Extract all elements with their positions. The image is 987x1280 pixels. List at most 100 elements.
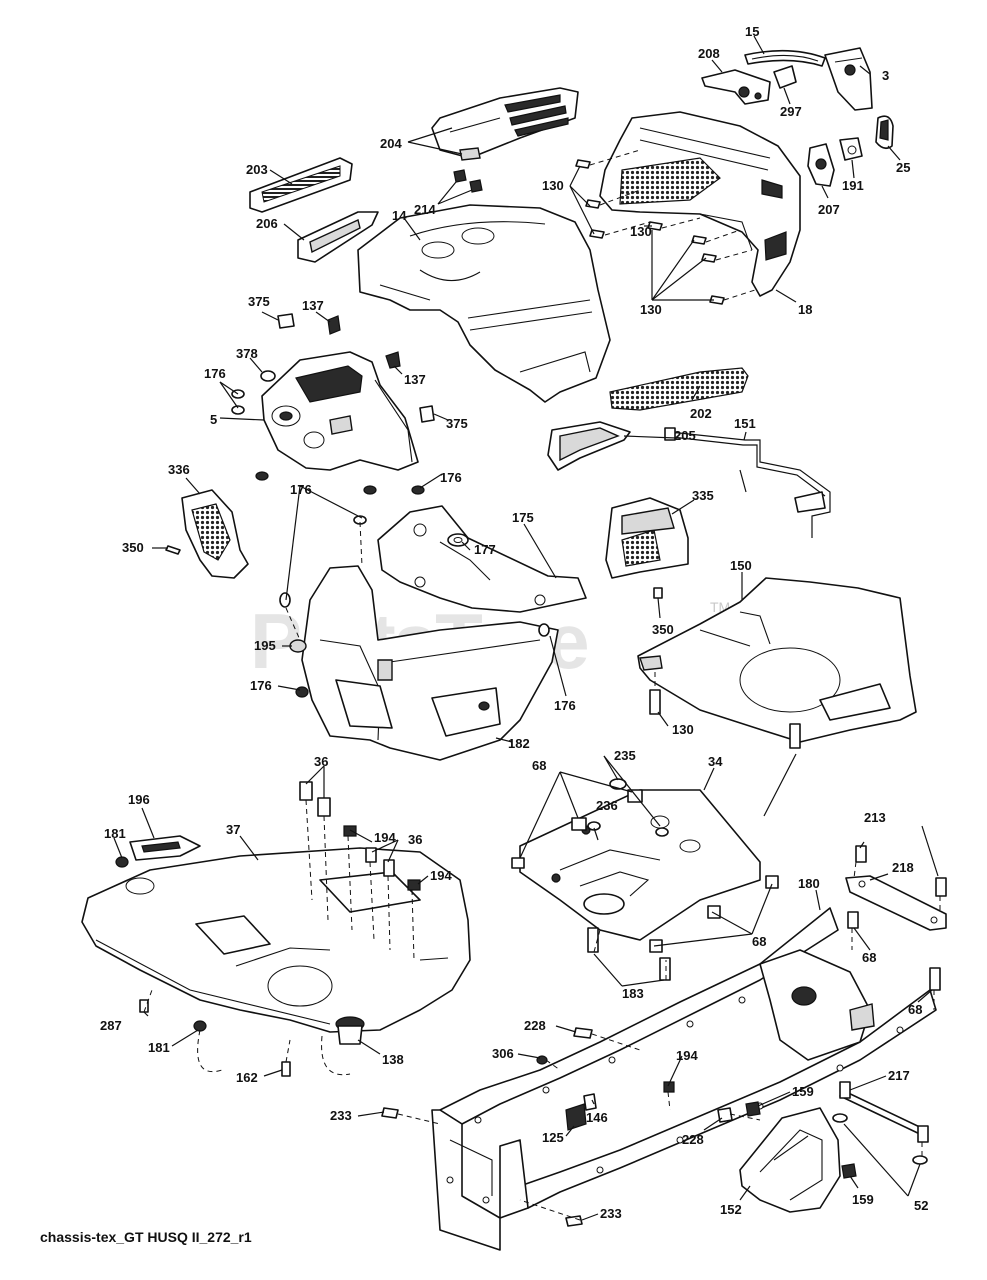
part-176-bushings-a: [231, 389, 425, 495]
callout-375-b: 375: [446, 416, 468, 431]
part-205-trim: [547, 421, 631, 471]
callout-130-mid: 130: [630, 224, 652, 239]
part-335-fender-panel: [605, 497, 689, 579]
part-159-bolts: [745, 1101, 857, 1179]
part-183-bolts: [587, 927, 671, 981]
part-68-bolts: [511, 789, 941, 991]
part-236-spacer: [587, 821, 601, 831]
part-214-clips: [453, 169, 483, 193]
callout-228-b: 228: [682, 1132, 704, 1147]
part-196-emblem: [129, 835, 201, 861]
callout-146: 146: [586, 1110, 608, 1125]
part-37-rear-fender: [81, 847, 471, 1033]
part-180-frame: [431, 907, 937, 1251]
callout-218: 218: [892, 860, 914, 875]
callout-162: 162: [236, 1070, 258, 1085]
callout-180: 180: [798, 876, 820, 891]
callout-176-c: 176: [290, 482, 312, 497]
callout-378: 378: [236, 346, 258, 361]
callout-177: 177: [474, 542, 496, 557]
part-202-grille: [609, 367, 749, 411]
part-138-boot: [335, 1016, 365, 1045]
part-137-clip-a: [327, 315, 341, 335]
callout-205: 205: [674, 428, 696, 443]
part-204-hood-insert: [431, 87, 579, 161]
callout-350-b: 350: [652, 622, 674, 637]
part-194-nut-b: [663, 1081, 675, 1093]
callout-52: 52: [914, 1198, 928, 1213]
callout-15: 15: [745, 24, 759, 39]
part-146-clip: [583, 1093, 597, 1111]
callout-214: 214: [414, 202, 436, 217]
part-125-bracket: [565, 1103, 587, 1131]
callout-150: 150: [730, 558, 752, 573]
callout-130-grille: 130: [640, 302, 662, 317]
callout-130-top: 130: [542, 178, 564, 193]
callout-labels: 15 208 3 297 204 25 191 207 130 203 214 …: [100, 24, 928, 1221]
callout-176-b: 176: [440, 470, 462, 485]
part-182-pedestal: [301, 565, 559, 761]
callout-130-tray: 130: [672, 722, 694, 737]
callout-235: 235: [614, 748, 636, 763]
callout-287: 287: [100, 1018, 122, 1033]
assembly-guide-lines: [143, 149, 941, 1221]
callout-181-a: 181: [104, 826, 126, 841]
part-25-lens: [875, 115, 894, 150]
part-36-bolts: [299, 781, 395, 877]
part-151-harness: [664, 427, 831, 538]
part-194-nuts-a: [343, 825, 421, 891]
callout-208: 208: [698, 46, 720, 61]
part-207-socket: [807, 143, 835, 187]
callout-375-a: 375: [248, 294, 270, 309]
callout-18: 18: [798, 302, 812, 317]
part-378-knob: [260, 370, 276, 382]
callout-228-a: 228: [524, 1018, 546, 1033]
part-152-footrest: [739, 1107, 841, 1213]
callout-194-a: 194: [374, 830, 396, 845]
part-208-bracket: [701, 69, 771, 105]
callout-176-a: 176: [204, 366, 226, 381]
callout-176-d: 176: [250, 678, 272, 693]
callout-195: 195: [254, 638, 276, 653]
part-203-vent: [249, 157, 353, 213]
part-52-washers: [832, 1113, 928, 1165]
callout-151: 151: [734, 416, 756, 431]
callout-36-b: 36: [408, 832, 422, 847]
part-287-screw: [139, 999, 149, 1013]
callout-159-b: 159: [852, 1192, 874, 1207]
part-18-front-grille: [599, 111, 801, 297]
callout-182: 182: [508, 736, 530, 751]
part-14-hood: [357, 204, 611, 403]
callout-217: 217: [888, 1068, 910, 1083]
callout-137-b: 137: [404, 372, 426, 387]
callout-207: 207: [818, 202, 840, 217]
leader-lines: [113, 35, 939, 1221]
callout-37: 37: [226, 822, 240, 837]
callout-203: 203: [246, 162, 268, 177]
callout-213: 213: [864, 810, 886, 825]
part-15-trim-strip: [744, 49, 826, 67]
callout-335: 335: [692, 488, 714, 503]
part-217-rod: [839, 1081, 929, 1143]
part-213-bolts: [855, 845, 947, 897]
callout-233-a: 233: [330, 1108, 352, 1123]
part-336-side-panel: [181, 489, 249, 579]
callout-336: 336: [168, 462, 190, 477]
callout-206: 206: [256, 216, 278, 231]
part-191-bulb: [839, 137, 863, 161]
callout-297: 297: [780, 104, 802, 119]
part-228-fasteners: [573, 1027, 733, 1123]
callout-233-b: 233: [600, 1206, 622, 1221]
callout-196: 196: [128, 792, 150, 807]
callout-204: 204: [380, 136, 402, 151]
callout-159-a: 159: [792, 1084, 814, 1099]
callout-68-b: 68: [752, 934, 766, 949]
callout-306: 306: [492, 1046, 514, 1061]
callout-14: 14: [392, 208, 407, 223]
part-206-vent-insert: [297, 211, 379, 263]
callout-175: 175: [512, 510, 534, 525]
part-5-dash-console: [261, 351, 419, 471]
callout-152: 152: [720, 1202, 742, 1217]
part-195-knob: [289, 639, 307, 653]
part-3-lamp-housing: [824, 47, 873, 111]
